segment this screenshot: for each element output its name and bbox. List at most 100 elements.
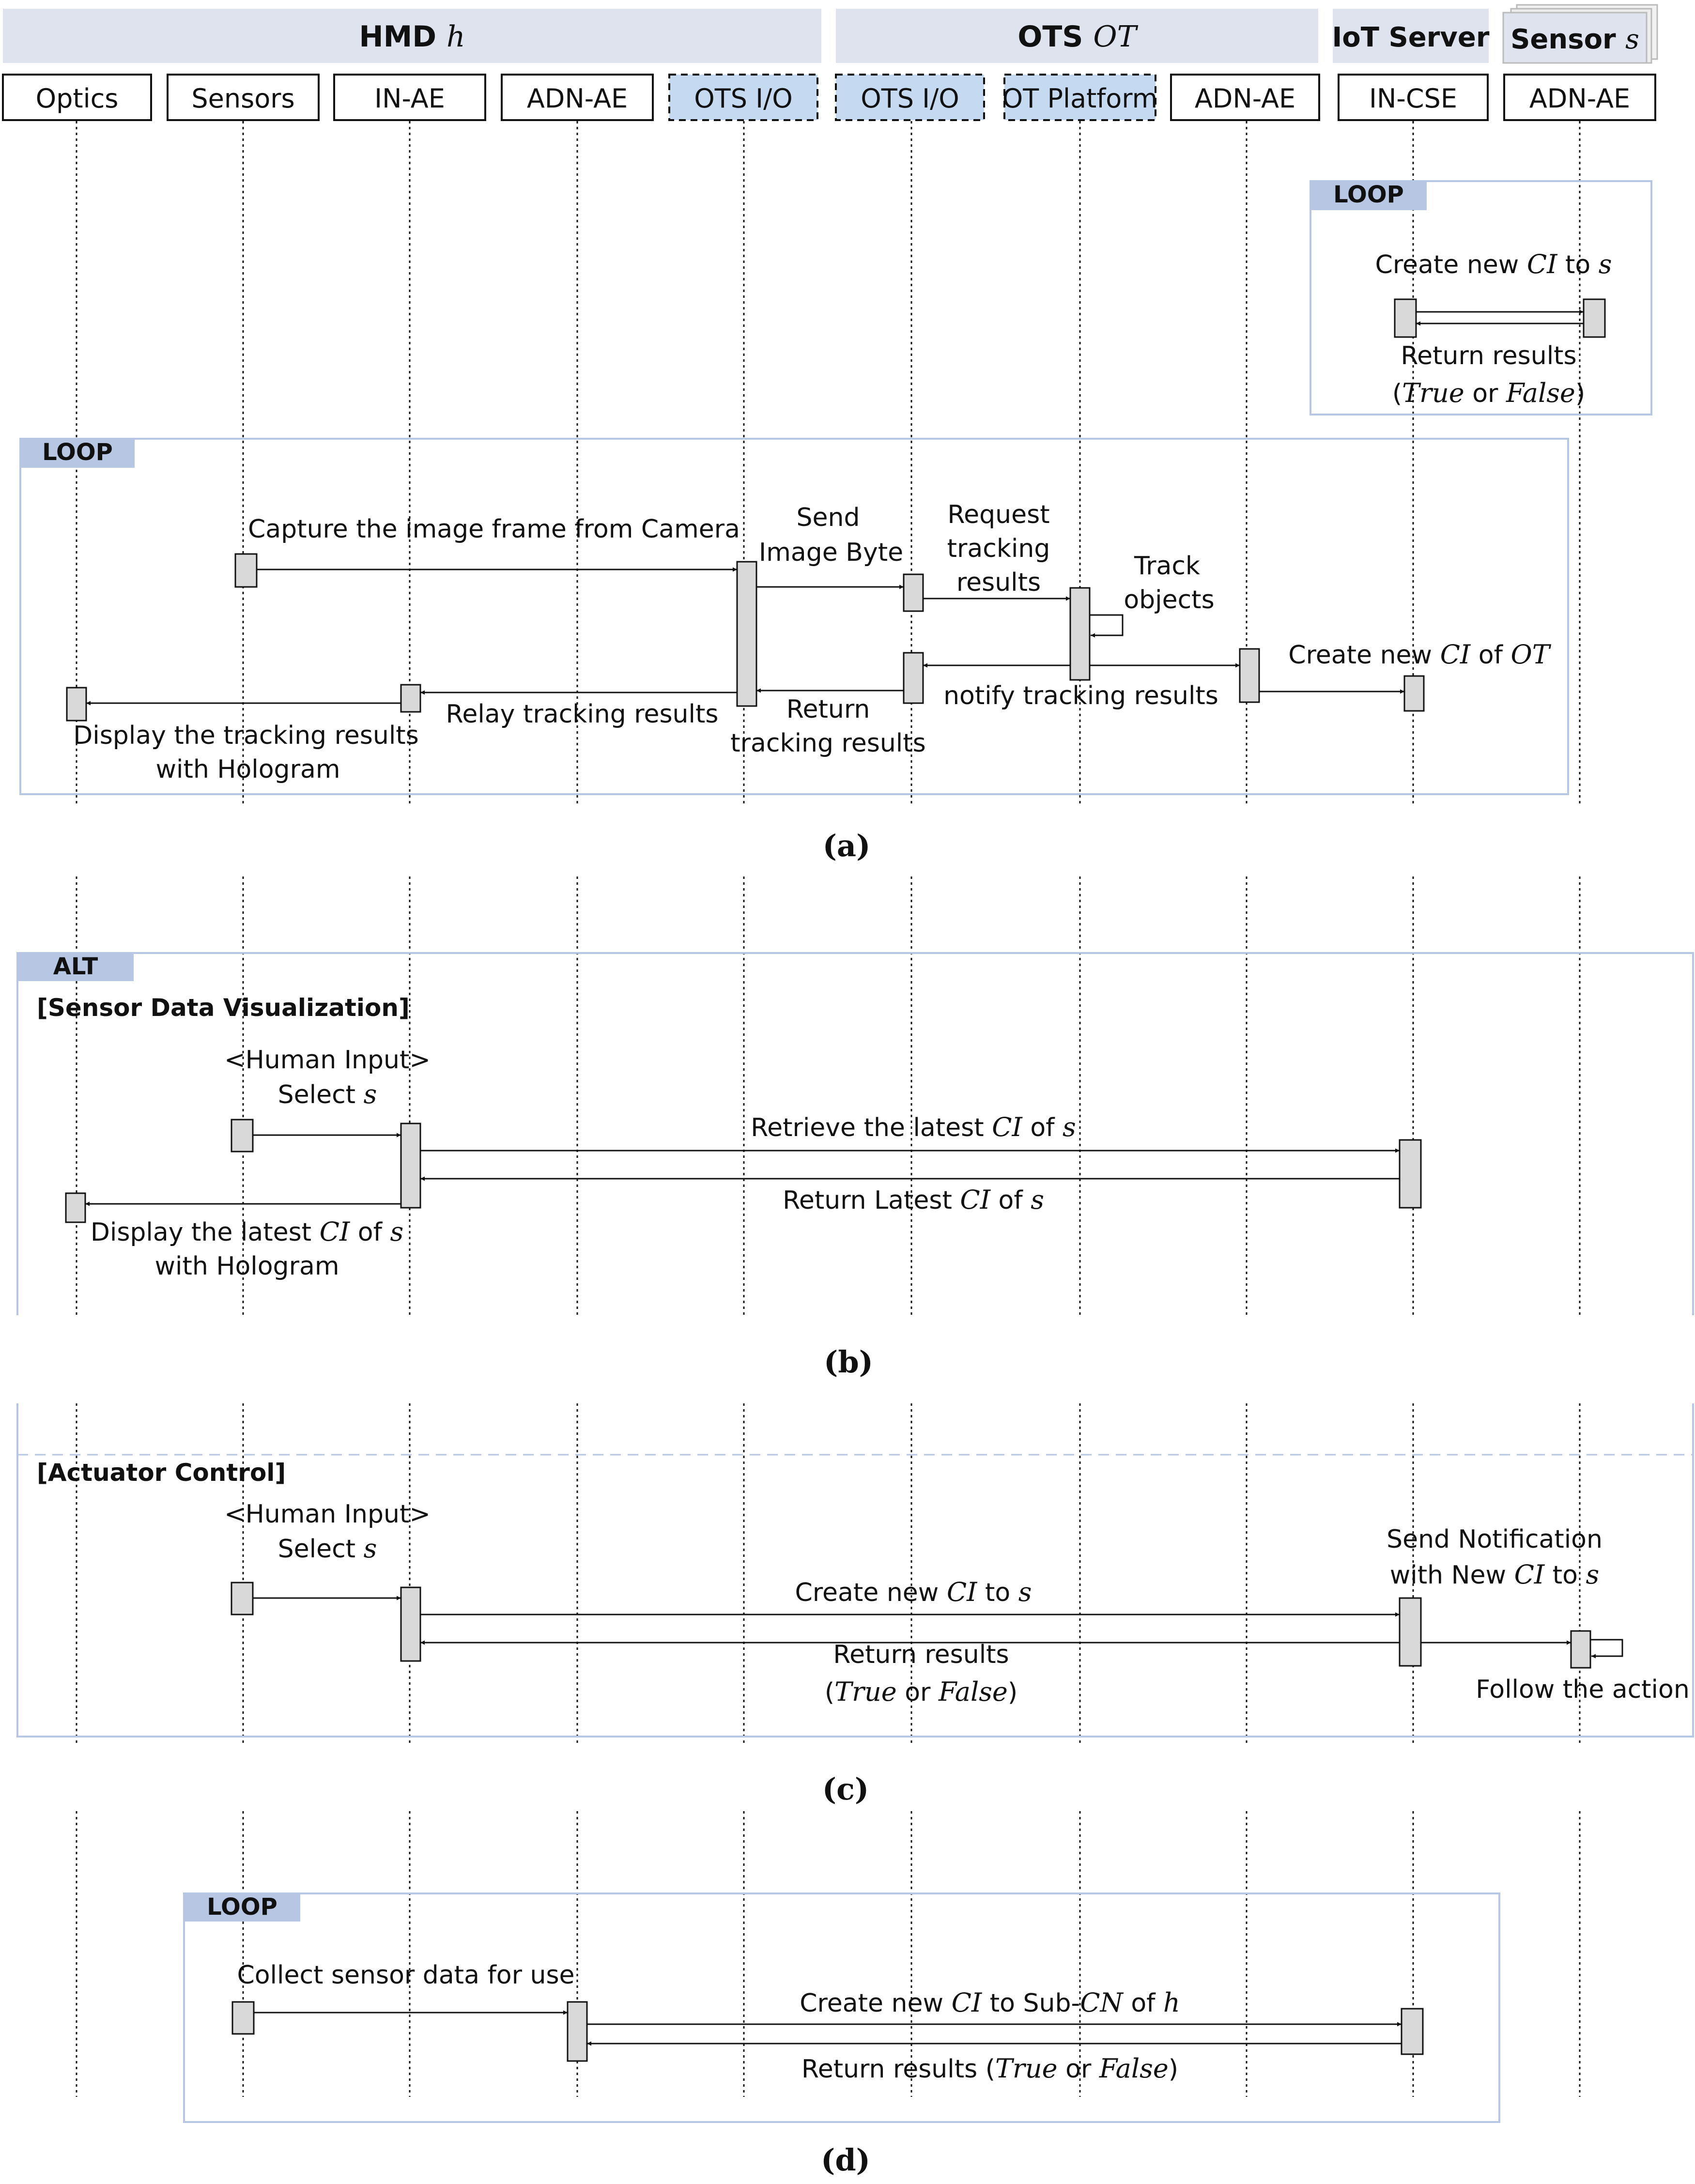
- label-relay-tracking: Relay tracking results: [446, 700, 719, 729]
- activations: [65, 298, 1606, 2062]
- alt-tag: [17, 953, 134, 981]
- alt-frame-top: [16, 952, 1694, 1315]
- loop-frame-sensor: [1310, 180, 1652, 415]
- group-hmd-label: HMD h: [359, 20, 465, 54]
- lifeline-header-label: ADN-AE: [1195, 83, 1295, 114]
- lifeline-header-box: [1503, 74, 1656, 121]
- loop-tag-tracking-label: LOOP: [42, 439, 113, 466]
- label-return-results-d: Return results (True or False): [801, 2053, 1178, 2084]
- loop-tag-sensor-label: LOOP: [1333, 181, 1404, 208]
- label-return: Return: [786, 695, 870, 724]
- lifeline-ot-platform-6: OT Platform: [1002, 74, 1157, 2097]
- lifeline-optics-0: Optics: [2, 74, 152, 2097]
- group-ots-label: OTS OT: [1017, 20, 1138, 54]
- lifeline-sensors-1: Sensors: [167, 74, 320, 2097]
- sub-figure-captions: (a) (b) (c) (d): [821, 828, 873, 2178]
- label-collect-sensor-data: Collect sensor data for use: [237, 1961, 574, 1990]
- lifeline-header-label: IN-CSE: [1369, 83, 1457, 114]
- label-follow-action: Follow the action: [1476, 1675, 1690, 1704]
- lifeline-adn-ae-7: ADN-AE: [1170, 74, 1320, 2097]
- label-select-s-b: Select s: [278, 1079, 377, 1109]
- activation-in-ae-b: [400, 1123, 421, 1209]
- lifelines: Optics Sensors IN-AE ADN-AE OTS I/O OTS I/O OT…: [2, 74, 1656, 2097]
- group-iot-server-label: IoT Server: [1332, 22, 1489, 53]
- lifeline-header-box: [167, 74, 320, 121]
- loop-frame-tracking: [19, 438, 1569, 795]
- loop-tag-sensor: [1310, 181, 1427, 210]
- lifeline-header-label: OTS I/O: [694, 83, 793, 114]
- label-human-input-c: <Human Input>: [224, 1500, 431, 1529]
- lifeline-ots-i-o-5: OTS I/O: [835, 74, 985, 2097]
- lifeline-header-box: [333, 74, 486, 121]
- alt-guard-sensor-visualization: [Sensor Data Visualization]: [37, 994, 410, 1022]
- lifeline-in-ae-2: IN-AE: [333, 74, 486, 2097]
- activation-ots-io-ots-a1: [903, 573, 924, 612]
- activation-ots-io-hmd-a: [736, 561, 757, 707]
- label-create-ci-c: Create new CI to s: [795, 1577, 1032, 1607]
- message-labels: Create new CI to s Return results (True …: [73, 249, 1690, 2084]
- caption-a: (a): [823, 828, 871, 863]
- loop-tag-collect: [184, 1893, 300, 1922]
- activation-sensors-a: [234, 553, 258, 588]
- activation-sensors-d: [231, 2001, 255, 2035]
- activation-ots-io-ots-a2: [903, 652, 924, 704]
- lifeline-header-box: [1003, 74, 1156, 121]
- label-tracking: tracking: [947, 534, 1050, 563]
- label-send-notification: Send Notification: [1387, 1525, 1603, 1554]
- activation-in-ae-c: [400, 1586, 421, 1662]
- caption-c: (c): [822, 1771, 869, 1807]
- lifeline-header-box: [501, 74, 654, 121]
- lifeline-adn-ae-3: ADN-AE: [501, 74, 654, 2097]
- caption-d: (d): [821, 2142, 870, 2178]
- label-results: results: [956, 568, 1041, 597]
- arrow-follow-action-self: [1590, 1639, 1623, 1659]
- label-select-s-c: Select s: [278, 1533, 377, 1564]
- loop-tag-collect-label: LOOP: [207, 1893, 277, 1921]
- group-sensor-label: Sensor s: [1510, 24, 1639, 55]
- activation-sensor-c: [1570, 1630, 1591, 1669]
- lifeline-header-label: Optics: [36, 83, 119, 114]
- group-headers: HMD h OTS OT IoT Server Sensor s: [3, 4, 1658, 64]
- lifeline-header-label: IN-AE: [374, 83, 445, 114]
- fragment-frames: LOOP LOOP ALT [Sensor Data Visualization…: [16, 180, 1694, 2123]
- activation-incse-a2: [1403, 675, 1425, 712]
- lifeline-header-box: [2, 74, 152, 121]
- label-image-byte: Image Byte: [759, 538, 903, 567]
- label-request: Request: [947, 500, 1049, 529]
- activation-optics-b: [65, 1192, 86, 1223]
- label-notify-tracking: notify tracking results: [943, 681, 1218, 710]
- activation-incse-c: [1399, 1597, 1422, 1667]
- lifeline-header-label: Sensors: [191, 83, 294, 114]
- label-return-results-a: Return results: [1401, 341, 1576, 370]
- lifeline-header-box: [668, 74, 818, 121]
- group-ots-bar: [836, 9, 1318, 63]
- label-create-ci-sub-cn: Create new CI to Sub-CN of h: [800, 1987, 1180, 2018]
- label-create-ci-to-s-a: Create new CI to s: [1375, 249, 1612, 279]
- loop-tag-tracking: [20, 439, 135, 468]
- activation-ot-platform-a: [1069, 587, 1091, 681]
- message-arrows: [85, 309, 1623, 2046]
- lifeline-header-label: OTS I/O: [861, 83, 959, 114]
- group-hmd-bar: [3, 9, 821, 63]
- activation-incse-d: [1401, 2008, 1424, 2055]
- caption-b: (b): [824, 1344, 873, 1380]
- label-create-ci-of-ot: Create new CI of OT: [1288, 639, 1551, 670]
- label-capture-image: Capture the image frame from Camera: [248, 515, 740, 544]
- lifeline-header-label: ADN-AE: [1529, 83, 1630, 114]
- label-display-tracking: Display the tracking results: [73, 721, 419, 750]
- activation-sensors-c: [231, 1582, 254, 1615]
- lifeline-header-box: [835, 74, 985, 121]
- activation-in-ae-a: [400, 684, 421, 713]
- label-with-hologram-b: with Hologram: [155, 1252, 339, 1281]
- label-send: Send: [797, 503, 860, 532]
- activation-incse-b: [1399, 1139, 1422, 1209]
- arrow-track-objects-self: [1090, 614, 1124, 638]
- label-human-input-b: <Human Input>: [224, 1046, 431, 1075]
- label-return-latest: Return Latest CI of s: [783, 1184, 1044, 1215]
- alt-frame-bottom: [16, 1403, 1694, 1738]
- lifeline-header-box: [1170, 74, 1320, 121]
- activation-adn-ae-hmd-d: [567, 2001, 588, 2062]
- lifeline-header-box: [1338, 74, 1489, 121]
- activation-optics-a: [66, 687, 87, 722]
- label-return-results-c: Return results: [833, 1640, 1009, 1669]
